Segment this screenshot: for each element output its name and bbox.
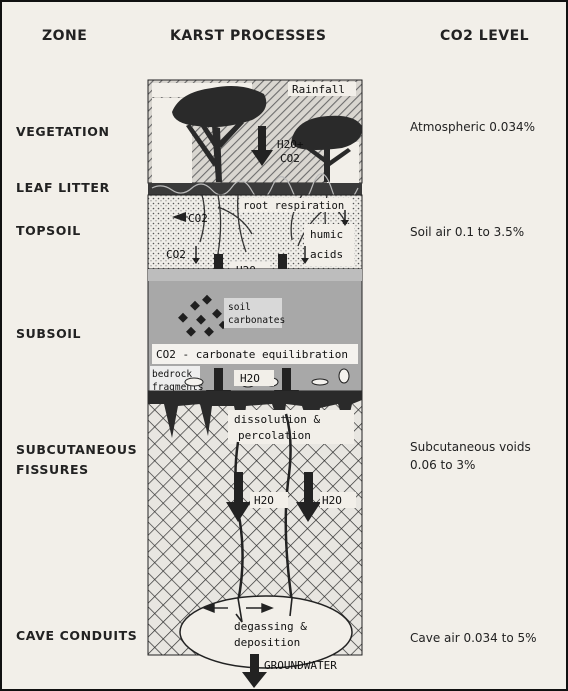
label-dissolution: dissolution &	[234, 413, 320, 426]
label-humic: humic	[310, 228, 343, 241]
label-carbonates: carbonates	[228, 315, 285, 326]
label-co2-topsoil: CO2	[188, 212, 208, 225]
label-degassing: degassing &	[234, 620, 307, 633]
label-bedrock: bedrock	[152, 369, 192, 380]
label-h2o-left: H2O	[254, 494, 274, 507]
label-root-respiration: root respiration	[243, 200, 344, 212]
label-co2-lower: CO2	[166, 248, 186, 261]
label-h2o-plus: H2O+	[277, 138, 304, 151]
label-rainfall: Rainfall	[292, 83, 345, 96]
label-equilibration: CO2 - carbonate equilibration	[156, 348, 348, 361]
label-deposition: deposition	[234, 636, 300, 649]
label-soil: soil	[228, 302, 251, 313]
label-h2o-subsoil: H2O	[240, 372, 260, 385]
label-h2o-right: H2O	[322, 494, 342, 507]
label-co2-vegetation: CO2	[280, 152, 300, 165]
label-groundwater: GROUNDWATER	[264, 659, 337, 672]
label-acids: acids	[310, 248, 343, 261]
label-percolation: percolation	[238, 429, 311, 442]
